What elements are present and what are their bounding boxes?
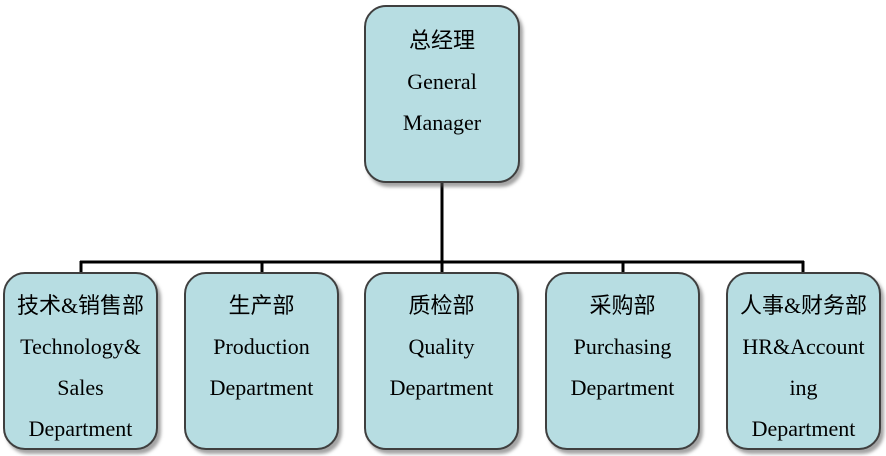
production-label-en-2: Department: [209, 375, 314, 400]
technology-sales-label-en-3: Department: [28, 416, 133, 441]
general-manager-label-en-1: General: [407, 69, 477, 94]
quality-label-cn: 质检部: [408, 293, 475, 318]
technology-sales-department-box: 技术&销售部 Technology& Sales Department: [3, 272, 158, 450]
technology-sales-label-cn: 技术&销售部: [16, 293, 145, 318]
purchasing-label-en-1: Purchasing: [573, 334, 672, 359]
purchasing-label-cn: 采购部: [589, 293, 656, 318]
hr-accounting-label-en-2: ing: [789, 375, 818, 400]
purchasing-department-box: 采购部 Purchasing Department: [545, 272, 700, 450]
hr-accounting-label-cn: 人事&财务部: [739, 293, 868, 318]
general-manager-box: 总经理 General Manager: [364, 5, 520, 183]
quality-department-box: 质检部 Quality Department: [364, 272, 519, 450]
production-label-cn: 生产部: [228, 293, 295, 318]
general-manager-label-en-2: Manager: [402, 110, 482, 135]
technology-sales-label-en-1: Technology&: [20, 334, 141, 359]
hr-accounting-department-box: 人事&财务部 HR&Account ing Department: [726, 272, 881, 450]
quality-label-en-2: Department: [389, 375, 494, 400]
technology-sales-label-en-2: Sales: [57, 375, 104, 400]
production-department-box: 生产部 Production Department: [184, 272, 339, 450]
hr-accounting-label-en-3: Department: [751, 416, 856, 441]
general-manager-label-cn: 总经理: [408, 28, 475, 53]
quality-label-en-1: Quality: [408, 334, 475, 359]
production-label-en-1: Production: [213, 334, 310, 359]
purchasing-label-en-2: Department: [570, 375, 675, 400]
hr-accounting-label-en-1: HR&Account: [742, 334, 865, 359]
